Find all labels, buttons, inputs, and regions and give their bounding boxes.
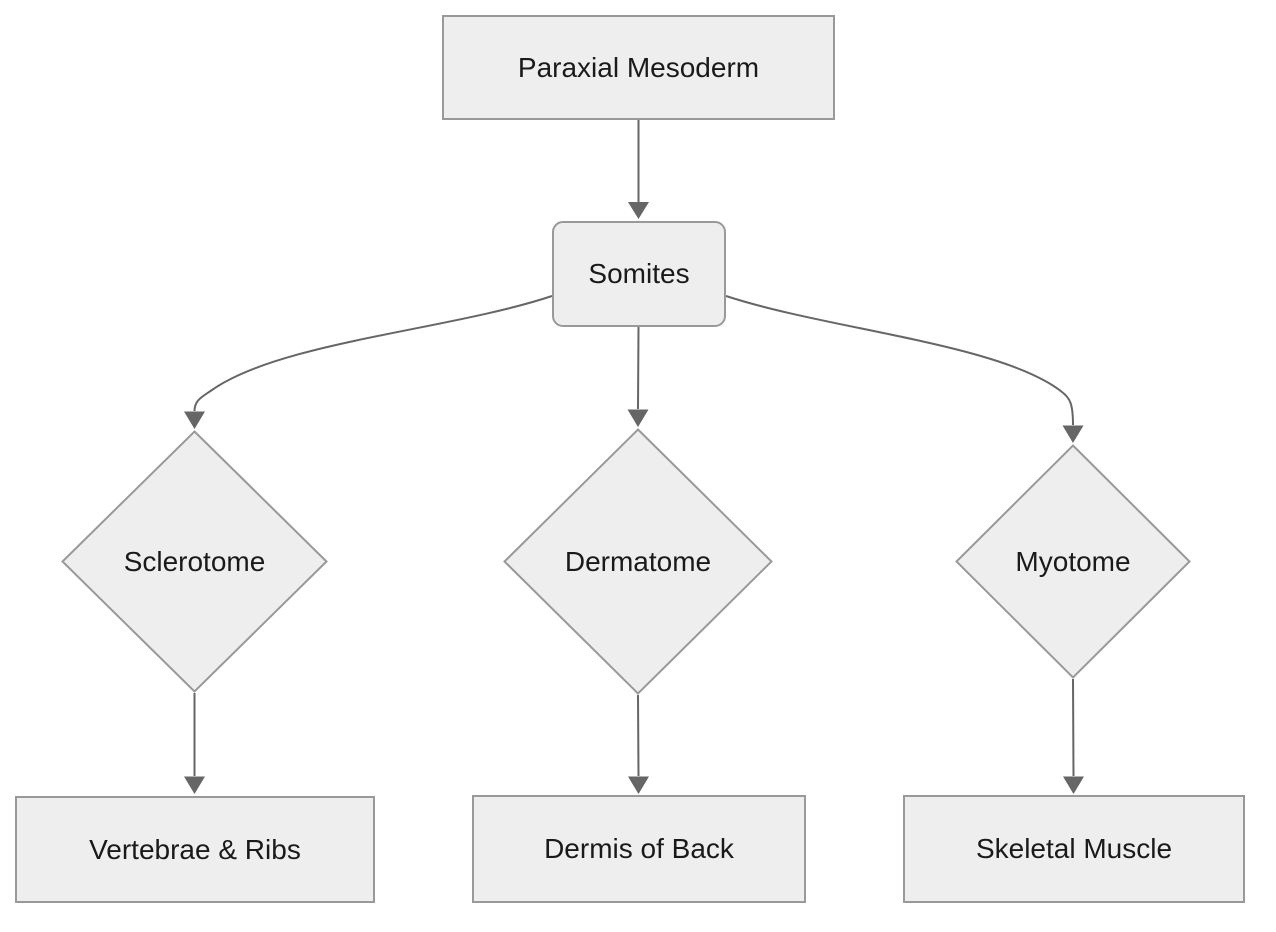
arrowhead-somites-sclerotome [184, 411, 205, 429]
node-dermis-of-back: Dermis of Back [472, 795, 806, 903]
node-sclerotome-label: Sclerotome [123, 545, 266, 577]
edge-somites-sclerotome [193, 295, 553, 412]
sclerotome-diamond-shape [61, 430, 328, 693]
node-sclerotome: Sclerotome [61, 430, 328, 693]
arrowhead-dermatome-dermis-of-back [628, 776, 649, 794]
arrowhead-somites-myotome [1062, 425, 1084, 443]
node-somites-label: Somites [588, 258, 690, 289]
node-somites: Somites [552, 221, 726, 327]
node-myotome: Myotome [955, 444, 1191, 679]
node-dermatome: Dermatome [503, 428, 773, 695]
arrowhead-sclerotome-vertebrae-ribs [184, 776, 205, 794]
node-paraxial-mesoderm-label: Paraxial Mesoderm [517, 51, 760, 83]
arrowhead-myotome-skeletal-muscle [1063, 776, 1084, 794]
arrowhead-somites-dermatome [627, 409, 649, 427]
node-dermatome-label: Dermatome [564, 545, 712, 577]
arrowhead-paraxial-mesoderm-somites [628, 202, 649, 219]
node-vertebrae-ribs: Vertebrae & Ribs [15, 796, 375, 903]
node-vertebrae-ribs-label: Vertebrae & Ribs [89, 833, 301, 865]
edge-somites-dermatome [637, 326, 640, 410]
edge-dermatome-dermis-of-back [637, 694, 640, 777]
node-skeletal-muscle-label: Skeletal Muscle [975, 833, 1173, 864]
node-skeletal-muscle: Skeletal Muscle [903, 795, 1245, 903]
edge-myotome-skeletal-muscle [1072, 678, 1075, 777]
node-myotome-label: Myotome [1015, 545, 1131, 577]
edge-somites-myotome [725, 295, 1074, 426]
node-dermis-of-back-label: Dermis of Back [544, 833, 734, 864]
myotome-diamond-shape [955, 444, 1191, 679]
node-paraxial-mesoderm: Paraxial Mesoderm [442, 15, 835, 120]
dermatome-diamond-shape [503, 428, 773, 695]
